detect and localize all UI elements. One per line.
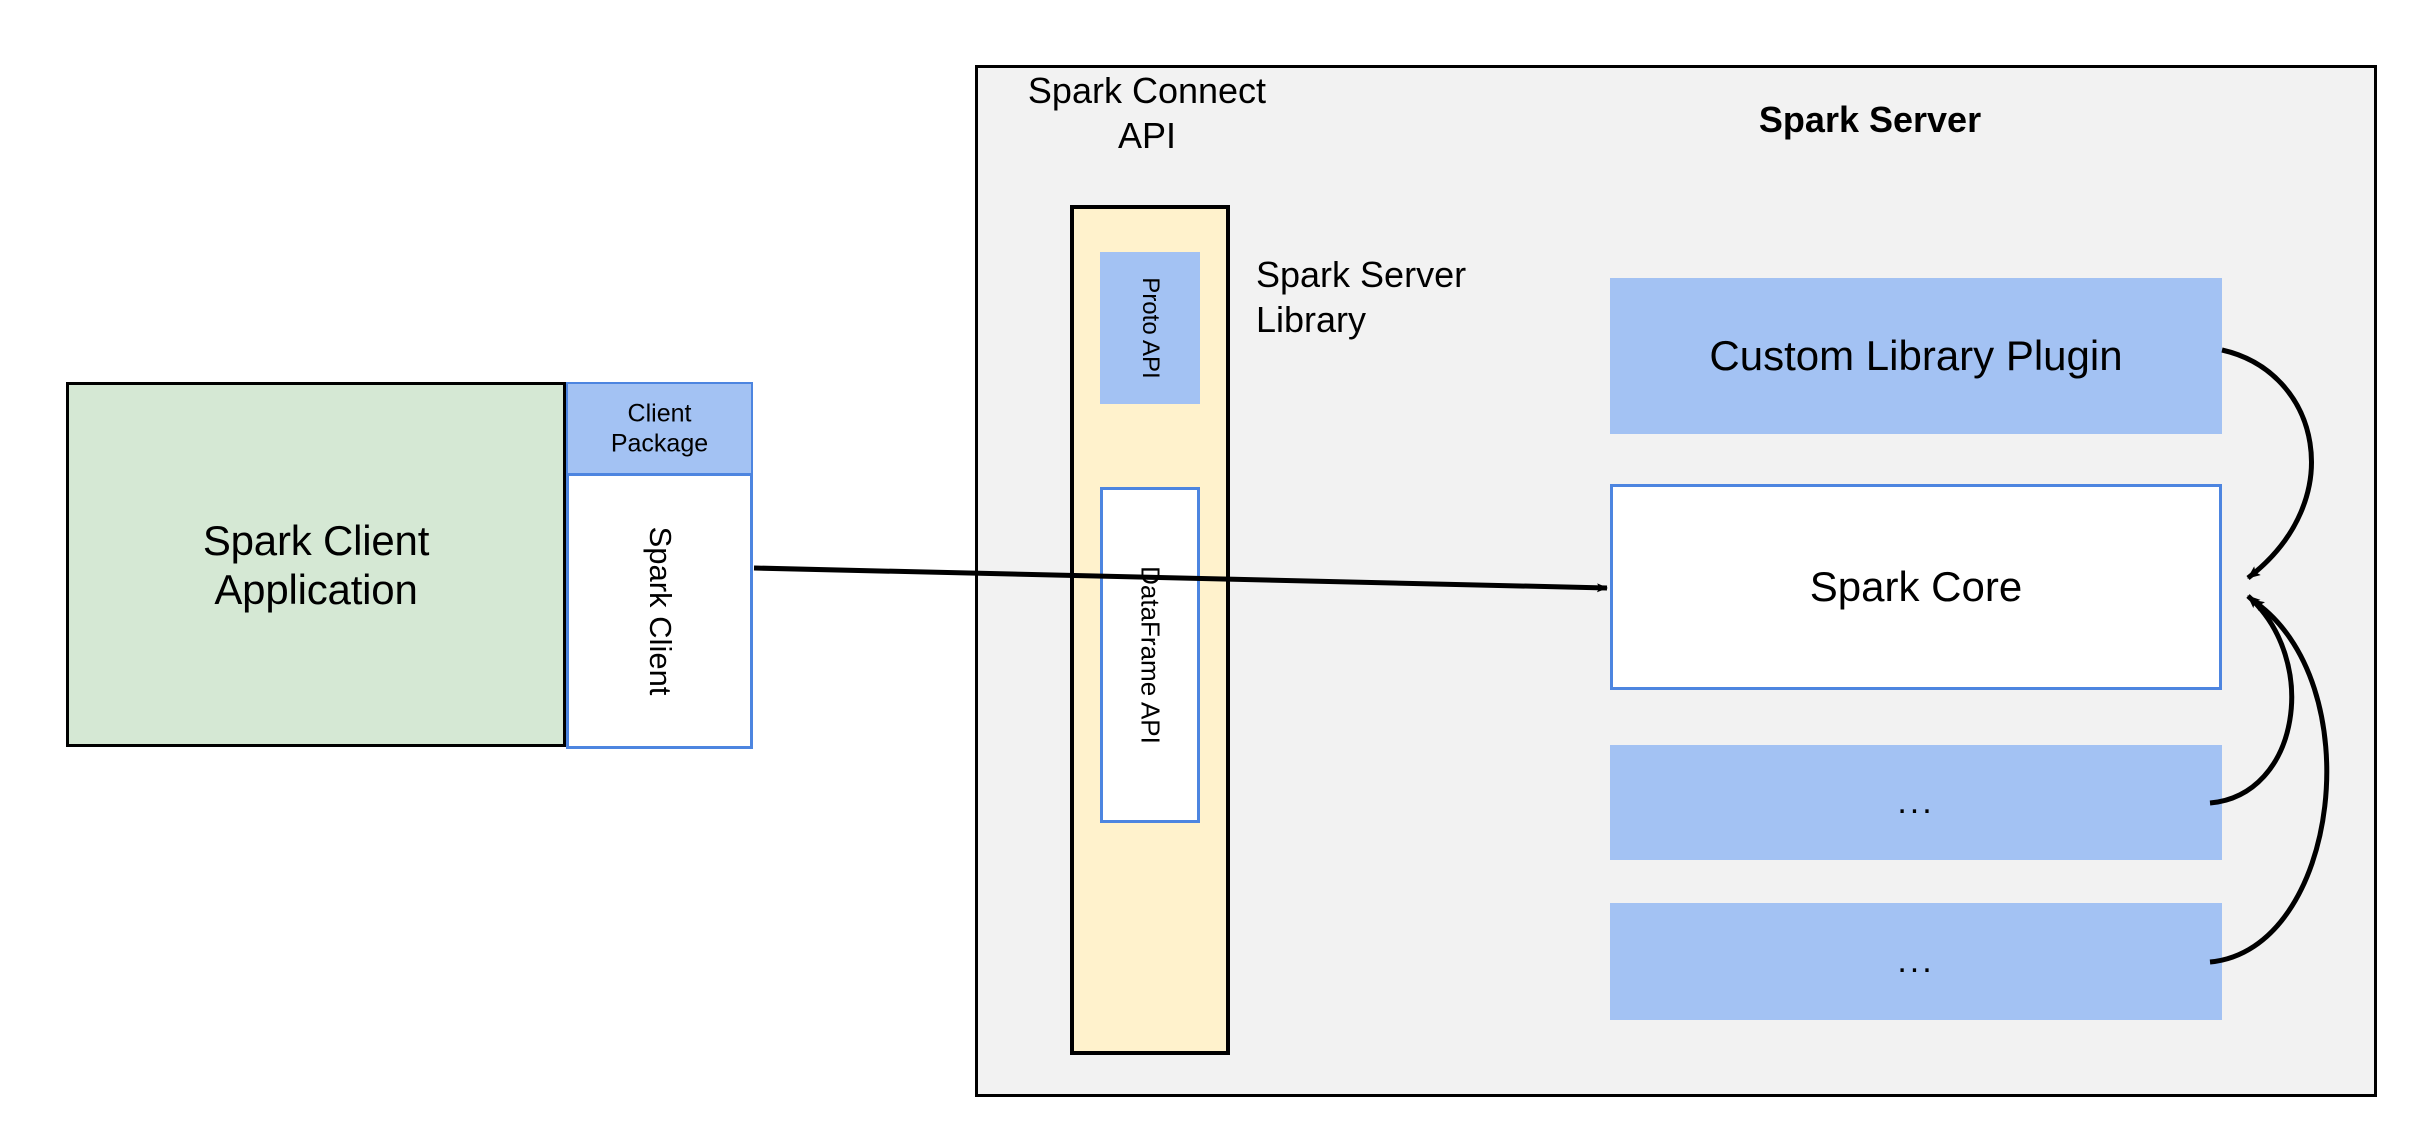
client-package-box[interactable]: Client Package [566,382,753,473]
ellipsis-box-2-label: ... [1897,941,1935,980]
dataframe-api-box[interactable]: DataFrame API [1100,487,1200,823]
custom-library-plugin-label: Custom Library Plugin [1709,331,2123,379]
spark-client-box[interactable]: Spark Client [566,473,753,749]
ellipsis-box-1[interactable]: ... [1610,745,2222,860]
dataframe-api-label: DataFrame API [1135,566,1166,744]
spark-client-application-box[interactable]: Spark Client Application [66,382,566,747]
ellipsis-box-1-label: ... [1897,782,1935,821]
proto-api-box[interactable]: Proto API [1100,252,1200,404]
spark-server-library-label: Spark Server Library [1256,254,1467,340]
spark-client-label: Spark Client [642,526,678,696]
client-package-label: Client Package [610,399,709,458]
ellipsis-box-2[interactable]: ... [1610,903,2222,1020]
proto-api-label: Proto API [1137,277,1164,379]
spark-server-title: Spark Server [1758,99,1982,140]
custom-library-plugin-box[interactable]: Custom Library Plugin [1610,278,2222,434]
spark-core-box[interactable]: Spark Core [1610,484,2222,690]
spark-core-label: Spark Core [1809,562,2023,610]
spark-client-application-label: Spark Client Application [202,516,430,613]
spark-connect-api-label: Spark Connect API [1027,70,1267,156]
